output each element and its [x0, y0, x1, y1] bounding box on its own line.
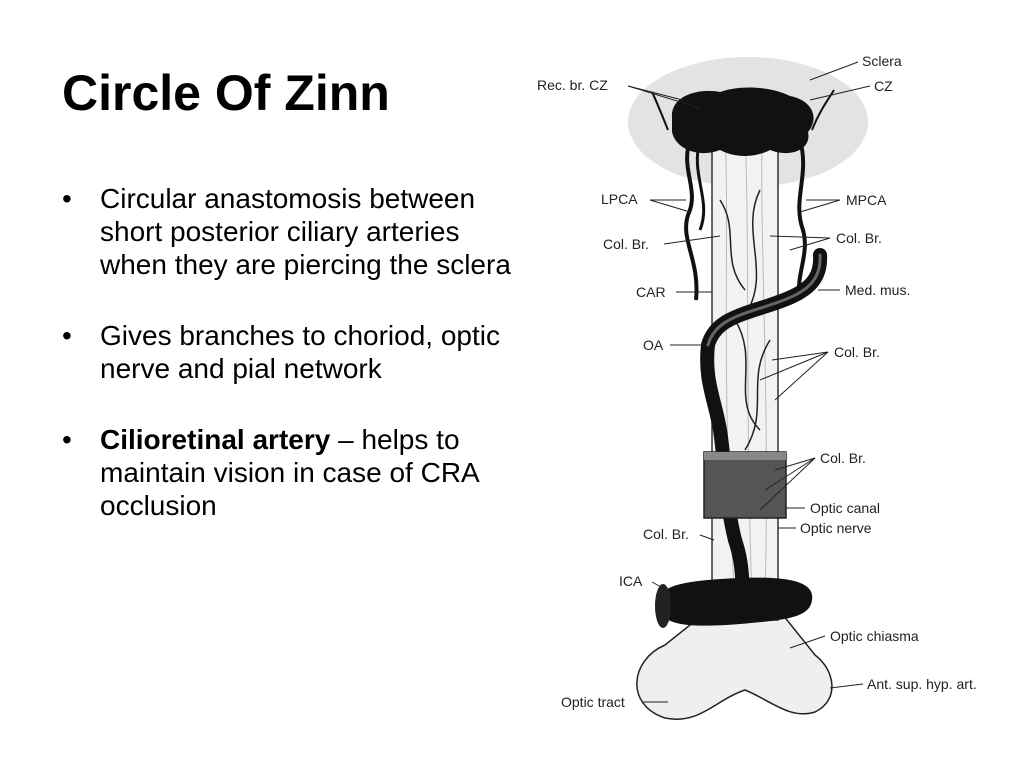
- bullet-glyph: •: [62, 183, 72, 214]
- label-col-br: Col. Br.: [643, 526, 689, 542]
- label-optic-tract: Optic tract: [561, 694, 625, 710]
- label-lpca: LPCA: [601, 191, 638, 207]
- ica-vessel: [661, 577, 813, 626]
- slide-title: Circle Of Zinn: [62, 65, 390, 121]
- optic-chiasma-shape: [636, 604, 833, 720]
- label-car: CAR: [636, 284, 666, 300]
- bullet-text: Circular anastomosis between short poste…: [100, 183, 511, 280]
- cz-branch: [811, 89, 835, 131]
- bullet-text: – helps to maintain vision in case of CR…: [100, 424, 479, 521]
- circle-of-zinn-shape: [671, 87, 814, 156]
- lpca-vessel-branch: [695, 139, 706, 231]
- label-ant-sup-hyp-art: Ant. sup. hyp. art.: [867, 676, 977, 692]
- label-col-br: Col. Br.: [834, 344, 880, 360]
- ica-vessel-end: [655, 584, 671, 628]
- label-mpca: MPCA: [846, 192, 887, 208]
- label-optic-canal: Optic canal: [810, 500, 880, 516]
- label-optic-nerve: Optic nerve: [800, 520, 872, 536]
- optic-canal-rim: [704, 452, 786, 460]
- label-ica: ICA: [619, 573, 643, 589]
- bullet-text: Gives branches to choriod, optic nerve a…: [100, 320, 500, 384]
- bullet-item: • Gives branches to choriod, optic nerve…: [62, 319, 532, 385]
- collateral-branches: [719, 189, 771, 451]
- bullet-item: • Cilioretinal artery – helps to maintai…: [62, 423, 532, 522]
- bullet-glyph: •: [62, 424, 72, 455]
- diagram-svg: Sclera Rec. br. CZ CZ LPCA MPCA Col. Br.…: [537, 53, 977, 720]
- label-col-br: Col. Br.: [836, 230, 882, 246]
- mpca-vessel: [797, 139, 807, 301]
- label-optic-chiasma: Optic chiasma: [830, 628, 919, 644]
- label-col-br: Col. Br.: [820, 450, 866, 466]
- label-rec-br-cz: Rec. br. CZ: [537, 77, 608, 93]
- ophthalmic-artery-highlight: [706, 253, 822, 347]
- bullet-glyph: •: [62, 320, 72, 351]
- label-sclera: Sclera: [862, 53, 902, 69]
- bullet-item: • Circular anastomosis between short pos…: [62, 182, 532, 281]
- label-col-br: Col. Br.: [603, 236, 649, 252]
- lpca-vessel: [684, 139, 699, 301]
- bullet-list: • Circular anastomosis between short pos…: [62, 182, 532, 560]
- label-oa: OA: [643, 337, 664, 353]
- leader-lines: [627, 61, 871, 703]
- optic-nerve-shape: [711, 119, 779, 621]
- label-cz: CZ: [874, 78, 893, 94]
- anatomy-diagram: Sclera Rec. br. CZ CZ LPCA MPCA Col. Br.…: [530, 40, 1010, 760]
- label-med-mus: Med. mus.: [845, 282, 910, 298]
- bullet-bold-term: Cilioretinal artery: [100, 424, 331, 455]
